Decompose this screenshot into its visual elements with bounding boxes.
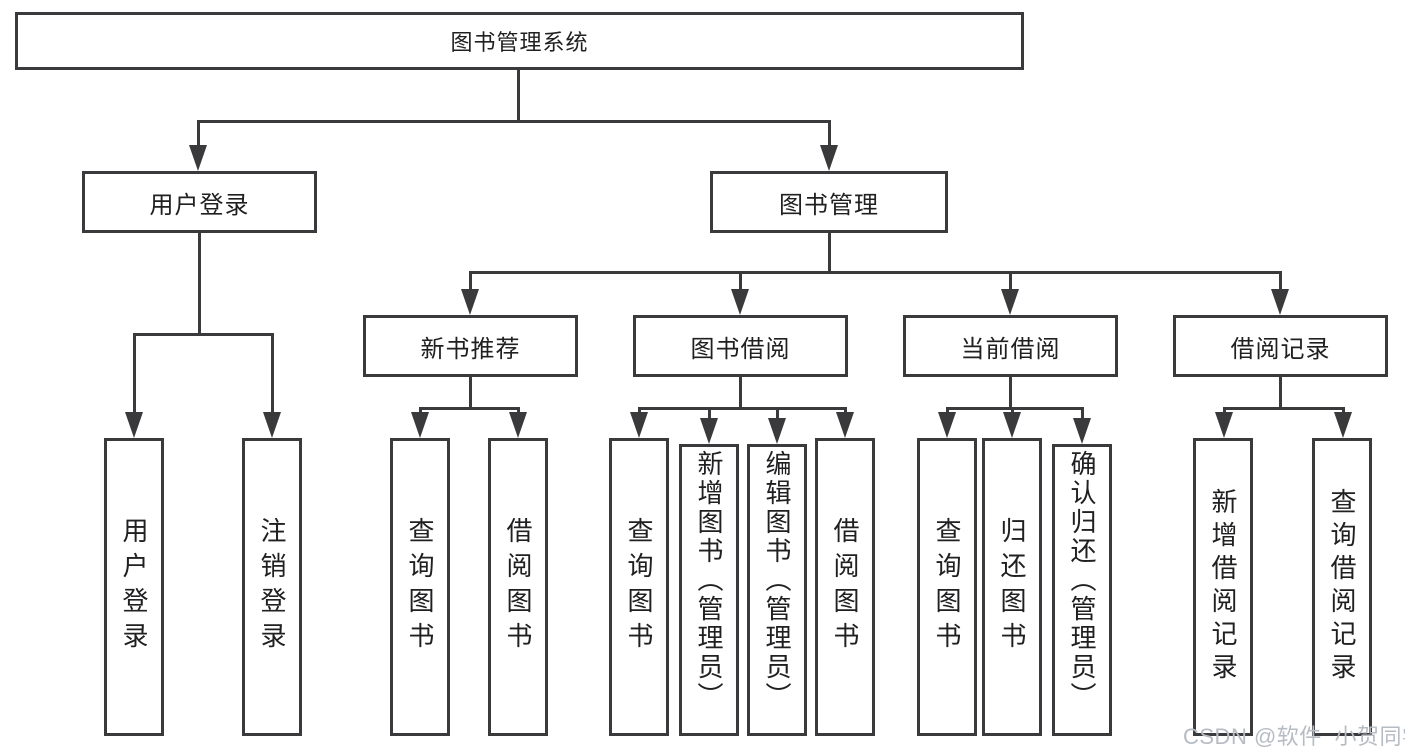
node-user-login-label: 用户登录 xyxy=(149,191,250,219)
arrowhead-down-icon xyxy=(509,412,527,438)
arrowhead-down-icon xyxy=(189,145,207,171)
connector-line xyxy=(1009,377,1012,408)
connector-line xyxy=(776,407,779,421)
connector-line xyxy=(419,407,520,410)
leaf-label: 借阅图书 xyxy=(830,517,860,657)
connector-line xyxy=(469,271,472,291)
connector-line xyxy=(517,407,520,415)
leaf-return-books: 归还图书 xyxy=(982,438,1042,736)
arrowhead-down-icon xyxy=(630,412,648,438)
connector-line xyxy=(1081,407,1084,421)
connector-line xyxy=(133,333,273,336)
connector-line xyxy=(469,271,1282,274)
leaf-label: 归还图书 xyxy=(997,517,1027,657)
arrowhead-down-icon xyxy=(125,412,143,438)
connector-line xyxy=(271,333,274,414)
leaf-label: 新增图书（管理员） xyxy=(694,450,724,711)
leaf-confirm-return-admin: 确认归还（管理员） xyxy=(1052,444,1112,736)
leaf-user-login: 用户登录 xyxy=(104,438,164,736)
leaf-query-books-recommend: 查询图书 xyxy=(390,438,450,736)
arrowhead-down-icon xyxy=(461,289,479,315)
node-borrow-records: 借阅记录 xyxy=(1173,315,1388,377)
connector-line xyxy=(708,407,711,421)
connector-line xyxy=(828,120,831,148)
node-root: 图书管理系统 xyxy=(15,12,1024,70)
arrowhead-down-icon xyxy=(820,145,838,171)
connector-line xyxy=(946,407,1083,410)
connector-line xyxy=(197,120,200,148)
leaf-query-borrow-record: 查询借阅记录 xyxy=(1312,438,1372,736)
node-borrow-records-label: 借阅记录 xyxy=(1230,335,1331,363)
leaf-label: 借阅图书 xyxy=(503,517,533,657)
connector-line xyxy=(419,407,422,415)
node-new-book-recommend-label: 新书推荐 xyxy=(420,335,521,363)
connector-line xyxy=(844,407,847,415)
node-book-management: 图书管理 xyxy=(710,171,948,233)
connector-line xyxy=(197,120,830,123)
node-user-login: 用户登录 xyxy=(82,171,317,233)
leaf-label: 查询图书 xyxy=(932,517,962,657)
connector-line xyxy=(1011,407,1014,415)
connector-line xyxy=(1009,271,1012,291)
arrowhead-down-icon xyxy=(411,412,429,438)
arrowhead-down-icon xyxy=(263,412,281,438)
leaf-label: 查询借阅记录 xyxy=(1327,488,1357,686)
leaf-label: 确认归还（管理员） xyxy=(1067,450,1097,711)
node-new-book-recommend: 新书推荐 xyxy=(363,315,578,377)
connector-line xyxy=(133,333,136,414)
connector-line xyxy=(469,377,472,408)
connector-line xyxy=(739,271,742,291)
arrowhead-down-icon xyxy=(1001,289,1019,315)
leaf-label: 查询图书 xyxy=(624,517,654,657)
leaf-label: 编辑图书（管理员） xyxy=(762,450,792,711)
leaf-query-books-current: 查询图书 xyxy=(917,438,977,736)
leaf-add-borrow-record: 新增借阅记录 xyxy=(1193,438,1253,736)
arrowhead-down-icon xyxy=(1215,412,1233,438)
connector-line xyxy=(1342,407,1345,415)
node-current-borrow-label: 当前借阅 xyxy=(960,335,1061,363)
leaf-edit-books-admin: 编辑图书（管理员） xyxy=(747,444,807,736)
connector-line xyxy=(1279,377,1282,408)
leaf-add-books-admin: 新增图书（管理员） xyxy=(679,444,739,736)
arrowhead-down-icon xyxy=(938,412,956,438)
connector-line xyxy=(1223,407,1344,410)
node-current-borrow: 当前借阅 xyxy=(903,315,1118,377)
arrowhead-down-icon xyxy=(1003,412,1021,438)
connector-line xyxy=(828,233,831,273)
leaf-label: 新增借阅记录 xyxy=(1208,488,1238,686)
connector-line xyxy=(739,377,742,408)
arrowhead-down-icon xyxy=(700,418,718,444)
node-book-borrow-label: 图书借阅 xyxy=(690,335,791,363)
connector-line xyxy=(1279,271,1282,291)
node-root-label: 图书管理系统 xyxy=(450,30,589,55)
arrowhead-down-icon xyxy=(731,289,749,315)
arrowhead-down-icon xyxy=(1271,289,1289,315)
connector-line xyxy=(517,70,520,123)
arrowhead-down-icon xyxy=(1334,412,1352,438)
leaf-borrow-books: 借阅图书 xyxy=(815,438,875,736)
arrowhead-down-icon xyxy=(836,412,854,438)
leaf-label: 用户登录 xyxy=(119,517,149,657)
leaf-logout: 注销登录 xyxy=(242,438,302,736)
leaf-borrow-books-recommend: 借阅图书 xyxy=(488,438,548,736)
watermark: CSDN @软件_小贺同学 xyxy=(1183,724,1405,747)
connector-line xyxy=(638,407,641,415)
arrowhead-down-icon xyxy=(1073,418,1091,444)
connector-line xyxy=(198,233,201,334)
node-book-borrow: 图书借阅 xyxy=(633,315,848,377)
node-book-management-label: 图书管理 xyxy=(779,191,879,219)
connector-line xyxy=(946,407,949,415)
connector-line xyxy=(638,407,846,410)
leaf-query-books-borrow: 查询图书 xyxy=(609,438,669,736)
leaf-label: 查询图书 xyxy=(405,517,435,657)
leaf-label: 注销登录 xyxy=(257,517,287,657)
arrowhead-down-icon xyxy=(768,418,786,444)
connector-line xyxy=(1223,407,1226,415)
